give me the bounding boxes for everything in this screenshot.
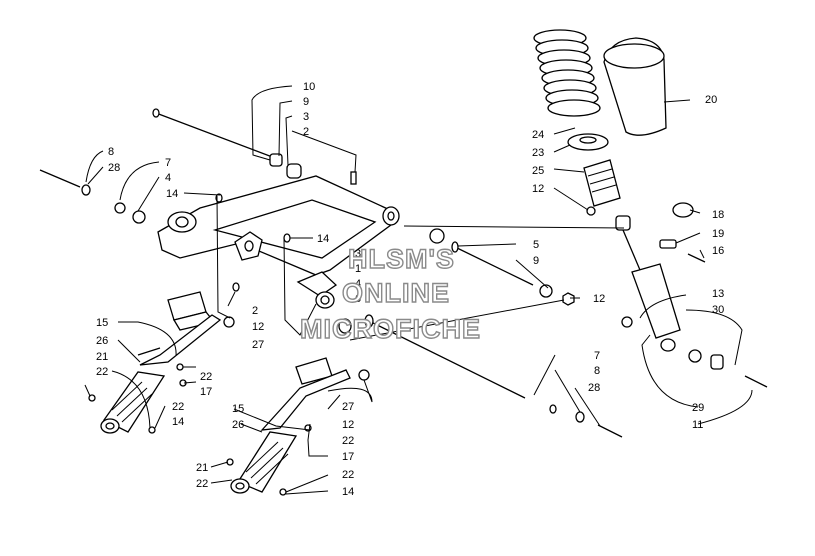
callout: 22 xyxy=(200,371,212,383)
callout: 19 xyxy=(712,228,724,240)
callout: 1 xyxy=(355,263,361,275)
callout: 28 xyxy=(588,382,600,394)
callout: 23 xyxy=(532,147,544,159)
callout: 17 xyxy=(200,386,212,398)
callout: 5 xyxy=(533,239,539,251)
callout: 29 xyxy=(692,402,704,414)
callout: 4 xyxy=(355,278,361,290)
callout: 6 xyxy=(355,293,361,305)
callout: 14 xyxy=(317,233,329,245)
callout: 4 xyxy=(165,172,171,184)
callout: 24 xyxy=(532,129,544,141)
callout: 7 xyxy=(165,157,171,169)
callout: 15 xyxy=(96,317,108,329)
callout: 7 xyxy=(594,350,600,362)
callout: 10 xyxy=(303,81,315,93)
watermark-line-3: MICROFICHE xyxy=(300,314,481,344)
callout: 11 xyxy=(692,419,703,431)
suspension-illustration xyxy=(39,29,768,496)
callout: 22 xyxy=(196,478,208,490)
callout: 8 xyxy=(594,365,600,377)
watermark-line-2: ONLINE xyxy=(342,278,450,308)
callout: 22 xyxy=(96,366,108,378)
callout: 22 xyxy=(172,401,184,413)
callout: 27 xyxy=(252,339,264,351)
spring xyxy=(533,29,601,117)
callout-labels: 10 9 3 2 8 28 7 4 14 14 3 1 4 6 2 12 27 … xyxy=(96,81,724,498)
leader-lines xyxy=(84,85,753,495)
callout: 22 xyxy=(342,435,354,447)
callout: 25 xyxy=(532,165,544,177)
callout: 8 xyxy=(108,146,114,158)
callout: 17 xyxy=(342,451,354,463)
callout: 14 xyxy=(166,188,178,200)
callout: 14 xyxy=(172,416,184,428)
callout: 18 xyxy=(712,209,724,221)
callout: 12 xyxy=(252,321,264,333)
callout: 13 xyxy=(712,288,724,300)
callout: 3 xyxy=(303,111,309,123)
callout: 30 xyxy=(712,304,724,316)
callout: 9 xyxy=(533,255,539,267)
callout: 28 xyxy=(108,162,120,174)
callout: 21 xyxy=(96,351,108,363)
callout: 16 xyxy=(712,245,724,257)
callout: 12 xyxy=(532,183,544,195)
callout: 22 xyxy=(342,469,354,481)
callout: 2 xyxy=(303,126,309,138)
callout: 3 xyxy=(355,248,361,260)
callout: 20 xyxy=(705,94,717,106)
callout: 12 xyxy=(593,293,605,305)
callout: 15 xyxy=(232,403,244,415)
callout: 21 xyxy=(196,462,208,474)
callout: 27 xyxy=(342,401,354,413)
callout: 2 xyxy=(252,305,258,317)
watermark-line-1: HLSM'S xyxy=(348,244,455,274)
watermark: HLSM'S ONLINE MICROFICHE xyxy=(299,243,481,344)
callout: 14 xyxy=(342,486,354,498)
callout: 9 xyxy=(303,96,309,108)
callout: 12 xyxy=(342,419,354,431)
callout: 26 xyxy=(232,419,244,431)
callout: 26 xyxy=(96,335,108,347)
